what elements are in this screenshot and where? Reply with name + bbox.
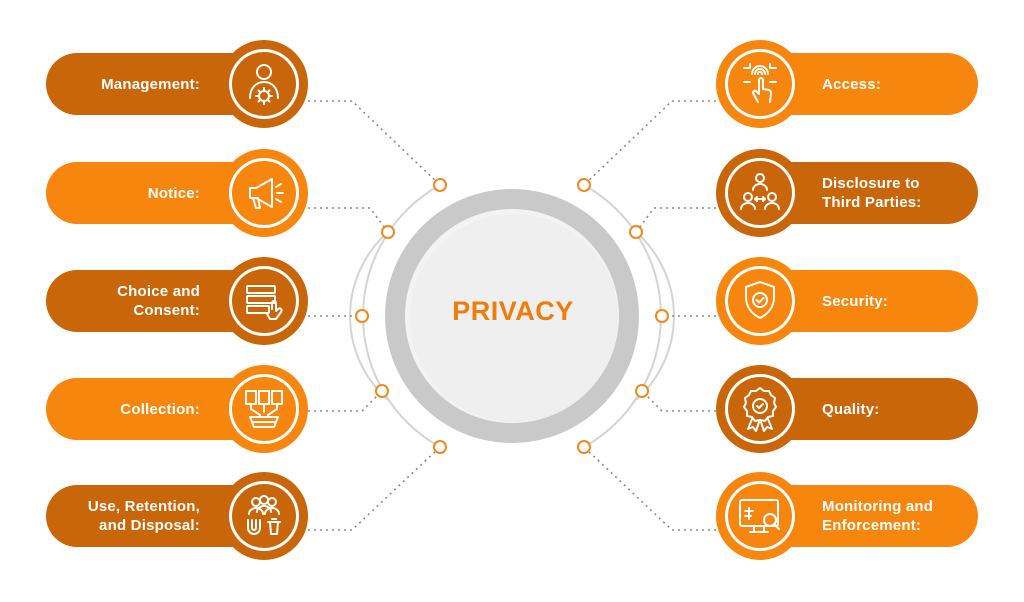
- connector-monitoring: [583, 446, 716, 531]
- connector-use: [308, 446, 441, 531]
- badge-disclosure: [716, 149, 804, 237]
- connector-quality: [641, 390, 716, 412]
- connector-access: [583, 100, 716, 186]
- center-disc: [405, 209, 619, 423]
- user-gear-icon: [249, 64, 279, 105]
- badge-security: [716, 257, 804, 345]
- connector-notice: [308, 207, 389, 233]
- fingerprint-touch-icon: [743, 63, 777, 103]
- badge-notice: [220, 149, 308, 237]
- badge-choice-consent: [220, 257, 308, 345]
- badge-monitoring: [716, 472, 804, 560]
- checklist-hand-icon: [246, 285, 283, 320]
- connector-disclosure: [635, 207, 716, 233]
- connector-dot: [355, 309, 369, 323]
- connector-dot: [381, 225, 395, 239]
- item-label: Notice:: [147, 184, 200, 202]
- connector-dot: [577, 178, 591, 192]
- connector-dot: [433, 440, 447, 454]
- badge-management: [220, 40, 308, 128]
- connector-dot: [629, 225, 643, 239]
- item-use-retention: Use, Retention, and Disposal:: [46, 485, 282, 547]
- badge-access: [716, 40, 804, 128]
- shield-check-icon: [745, 281, 775, 319]
- badge-collection: [220, 365, 308, 453]
- connector-dot: [655, 309, 669, 323]
- people-share-icon: [740, 173, 780, 210]
- connector-management: [308, 100, 441, 186]
- center-title: PRIVACY: [452, 296, 574, 326]
- connector-dot: [577, 440, 591, 454]
- item-label: Security:: [822, 292, 888, 310]
- item-label: Access:: [822, 75, 881, 93]
- badge-use-retention: [220, 472, 308, 560]
- item-label: Quality:: [822, 400, 880, 418]
- connector-dot: [635, 384, 649, 398]
- item-label: Monitoring and Enforcement:: [822, 498, 934, 534]
- monitor-magnifier-icon: [739, 499, 780, 533]
- megaphone-icon: [249, 178, 284, 209]
- people-magnet-trash-icon: [247, 495, 281, 535]
- item-label: Choice and Consent:: [117, 283, 200, 319]
- item-label: Management:: [101, 75, 200, 93]
- quality-badge-icon: [743, 387, 777, 432]
- connector-collection: [308, 390, 383, 412]
- connector-dot: [375, 384, 389, 398]
- documents-to-box-icon: [245, 390, 283, 428]
- item-label: Collection:: [120, 400, 200, 418]
- item-label: Use, Retention, and Disposal:: [87, 498, 200, 534]
- connector-dot: [433, 178, 447, 192]
- item-label: Disclosure to Third Parties:: [822, 175, 922, 211]
- badge-quality: [716, 365, 804, 453]
